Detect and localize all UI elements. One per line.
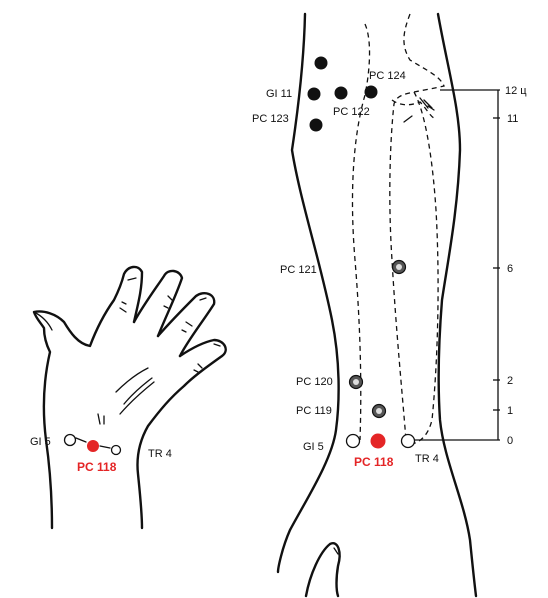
hand-point-tr4 [110, 444, 122, 456]
hand-label-gi5: GI 5 [30, 436, 51, 448]
scale-tick-11: 11 [507, 113, 518, 125]
hand-label-tr4: TR 4 [148, 448, 172, 460]
hand-label-pc118: PC 118 [77, 460, 117, 474]
arm-label-pc123: PC 123 [252, 113, 289, 125]
scale-tick-6: 6 [507, 263, 513, 275]
arm-point-pc120 [348, 374, 364, 390]
hand-point-pc118 [87, 440, 99, 452]
arm-point-pc119 [371, 403, 387, 419]
arm-point-gi5 [345, 433, 361, 449]
arm-point-pc124 [364, 85, 378, 99]
arm-point-pc123 [309, 118, 323, 132]
arm-label-gi5: GI 5 [303, 441, 324, 453]
hand-illustration [32, 265, 227, 530]
arm-label-tr4: TR 4 [415, 453, 439, 465]
scale-tick-2: 2 [507, 375, 513, 387]
arm-label-pc124: PC 124 [369, 70, 406, 82]
arm-point-pc122 [334, 86, 348, 100]
hand-point-gi5 [63, 433, 77, 447]
arm-point-gi11 [307, 87, 321, 101]
arm-point-upper-extra [314, 56, 328, 70]
arm-point-pc121 [391, 259, 407, 275]
arm-point-pc118 [370, 433, 386, 449]
arm-label-pc120: PC 120 [296, 376, 333, 388]
cun-scale: 12 ц 11 6 2 1 0 [410, 85, 527, 447]
scale-tick-0: 0 [507, 435, 513, 447]
scale-tick-1: 1 [507, 405, 513, 417]
arm-label-gi11: GI 11 [266, 88, 292, 100]
arm-point-tr4 [400, 433, 416, 449]
arm-label-pc118: PC 118 [354, 455, 394, 469]
arm-label-pc119: PC 119 [296, 405, 332, 417]
forearm-illustration [276, 12, 478, 598]
arm-label-pc122: PC 122 [333, 106, 370, 118]
scale-tick-12: 12 ц [505, 85, 527, 97]
arm-label-pc121: PC 121 [280, 264, 317, 276]
